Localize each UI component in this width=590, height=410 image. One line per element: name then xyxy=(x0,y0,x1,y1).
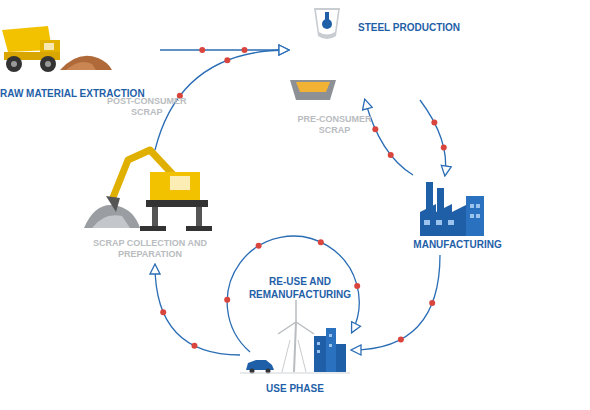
flow-dot xyxy=(191,343,197,349)
stage-title: MANUFACTURING xyxy=(405,239,510,252)
flow-dot xyxy=(388,152,394,158)
edge-label: POST-CONSUMER SCRAP xyxy=(102,96,192,119)
stage-node: STEEL PRODUCTION xyxy=(290,0,460,100)
steel-ladle xyxy=(290,8,340,100)
flow-arrow xyxy=(365,100,413,175)
factory-icon xyxy=(420,182,484,236)
flow-dot xyxy=(398,336,404,342)
flow-dot xyxy=(441,145,447,151)
excavator-icon xyxy=(84,150,212,231)
flow-arrow xyxy=(420,100,446,175)
flow-dot xyxy=(256,243,262,249)
stage-node: SCRAP COLLECTION AND PREPARATION xyxy=(70,150,230,265)
flow-dot xyxy=(241,47,247,53)
loop-label: RE-USE AND REMANUFACTURING xyxy=(245,276,355,301)
stage-node: RAW MATERIAL EXTRACTION xyxy=(0,20,160,105)
stage-title: SCRAP COLLECTION AND PREPARATION xyxy=(80,238,220,261)
flow-dot xyxy=(199,47,205,53)
stage-node: USE PHASE xyxy=(240,295,350,400)
flow-dot xyxy=(224,297,230,303)
flow-dot xyxy=(160,309,166,315)
flow-dot xyxy=(429,300,435,306)
flow-arrow xyxy=(155,265,240,355)
reuse-loop xyxy=(227,236,359,352)
flow-arrow xyxy=(352,255,440,350)
stage-title: USE PHASE xyxy=(240,383,350,396)
flow-dot xyxy=(224,57,230,63)
use-phase-icons xyxy=(240,300,350,374)
flow-dot xyxy=(431,120,437,126)
stage-node: MANUFACTURING xyxy=(405,175,510,255)
flow-dot xyxy=(372,126,378,132)
stage-title: STEEL PRODUCTION xyxy=(358,22,468,35)
edge-label: PRE-CONSUMER SCRAP xyxy=(297,114,372,137)
flow-dot xyxy=(354,283,360,289)
dump-truck xyxy=(2,26,112,72)
flow-dot xyxy=(318,239,324,245)
